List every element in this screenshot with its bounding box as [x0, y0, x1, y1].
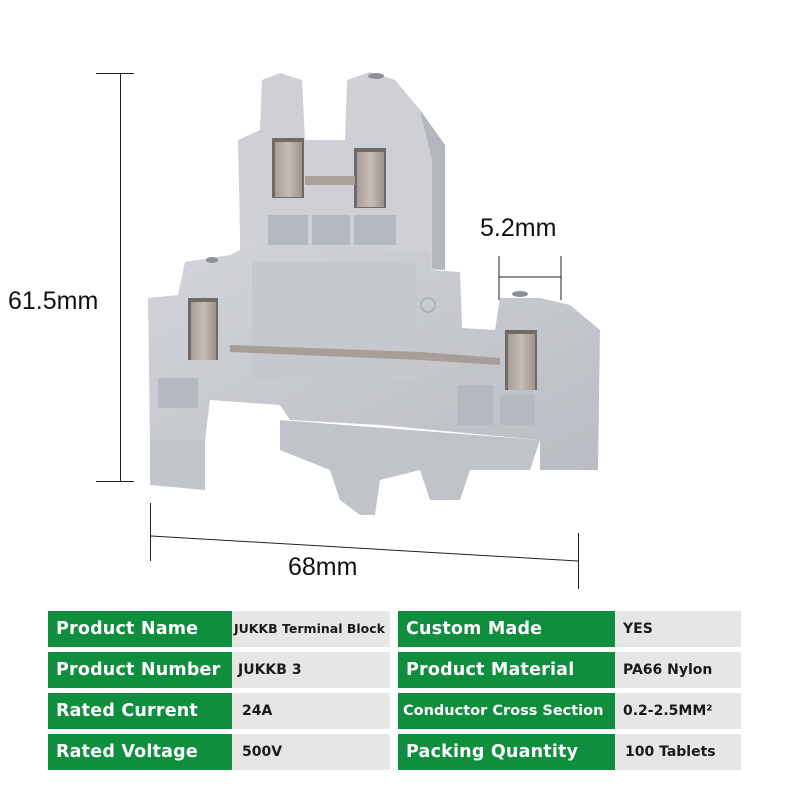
spec-value-product-material: PA66 Nylon: [615, 652, 741, 688]
spec-value-rated-voltage: 500V: [232, 734, 390, 770]
spec-label-packing-quantity: Packing Quantity: [398, 734, 615, 770]
spec-value-packing-quantity: 100 Tablets: [615, 734, 741, 770]
spec-value-rated-current: 24A: [232, 693, 390, 729]
height-dimension-label: 61.5mm: [8, 287, 99, 315]
width-dimension-tick-right: [578, 533, 579, 589]
spec-label-custom-made: Custom Made: [398, 611, 615, 647]
spec-value-product-number: JUKKB 3: [232, 652, 390, 688]
spec-value-product-name: JUKKB Terminal Block: [232, 611, 390, 647]
spec-label-product-material: Product Material: [398, 652, 615, 688]
spec-row: Product Name JUKKB Terminal Block Custom…: [48, 611, 741, 647]
spec-label-rated-voltage: Rated Voltage: [48, 734, 232, 770]
spec-row: Rated Current 24A Conductor Cross Sectio…: [48, 693, 741, 729]
spec-label-rated-current: Rated Current: [48, 693, 232, 729]
width-dimension-label: 68mm: [288, 553, 358, 581]
spec-label-product-name: Product Name: [48, 611, 232, 647]
height-dimension-tick-top: [96, 73, 134, 74]
height-dimension-tick-bottom: [96, 481, 134, 482]
terminal-block-image: [148, 72, 600, 515]
width-dimension-line: [150, 256, 579, 562]
spec-label-conductor-cross-section: Conductor Cross Section: [398, 693, 615, 729]
spec-row: Product Number JUKKB 3 Product Material …: [48, 652, 741, 688]
pitch-dimension-label: 5.2mm: [480, 214, 557, 242]
spec-row: Rated Voltage 500V Packing Quantity 100 …: [48, 734, 741, 770]
width-dimension-tick-left: [150, 503, 151, 561]
spec-value-conductor-cross-section: 0.2-2.5MM²: [615, 693, 741, 729]
height-dimension-line: [120, 73, 121, 481]
spec-label-product-number: Product Number: [48, 652, 232, 688]
spec-value-custom-made: YES: [615, 611, 741, 647]
